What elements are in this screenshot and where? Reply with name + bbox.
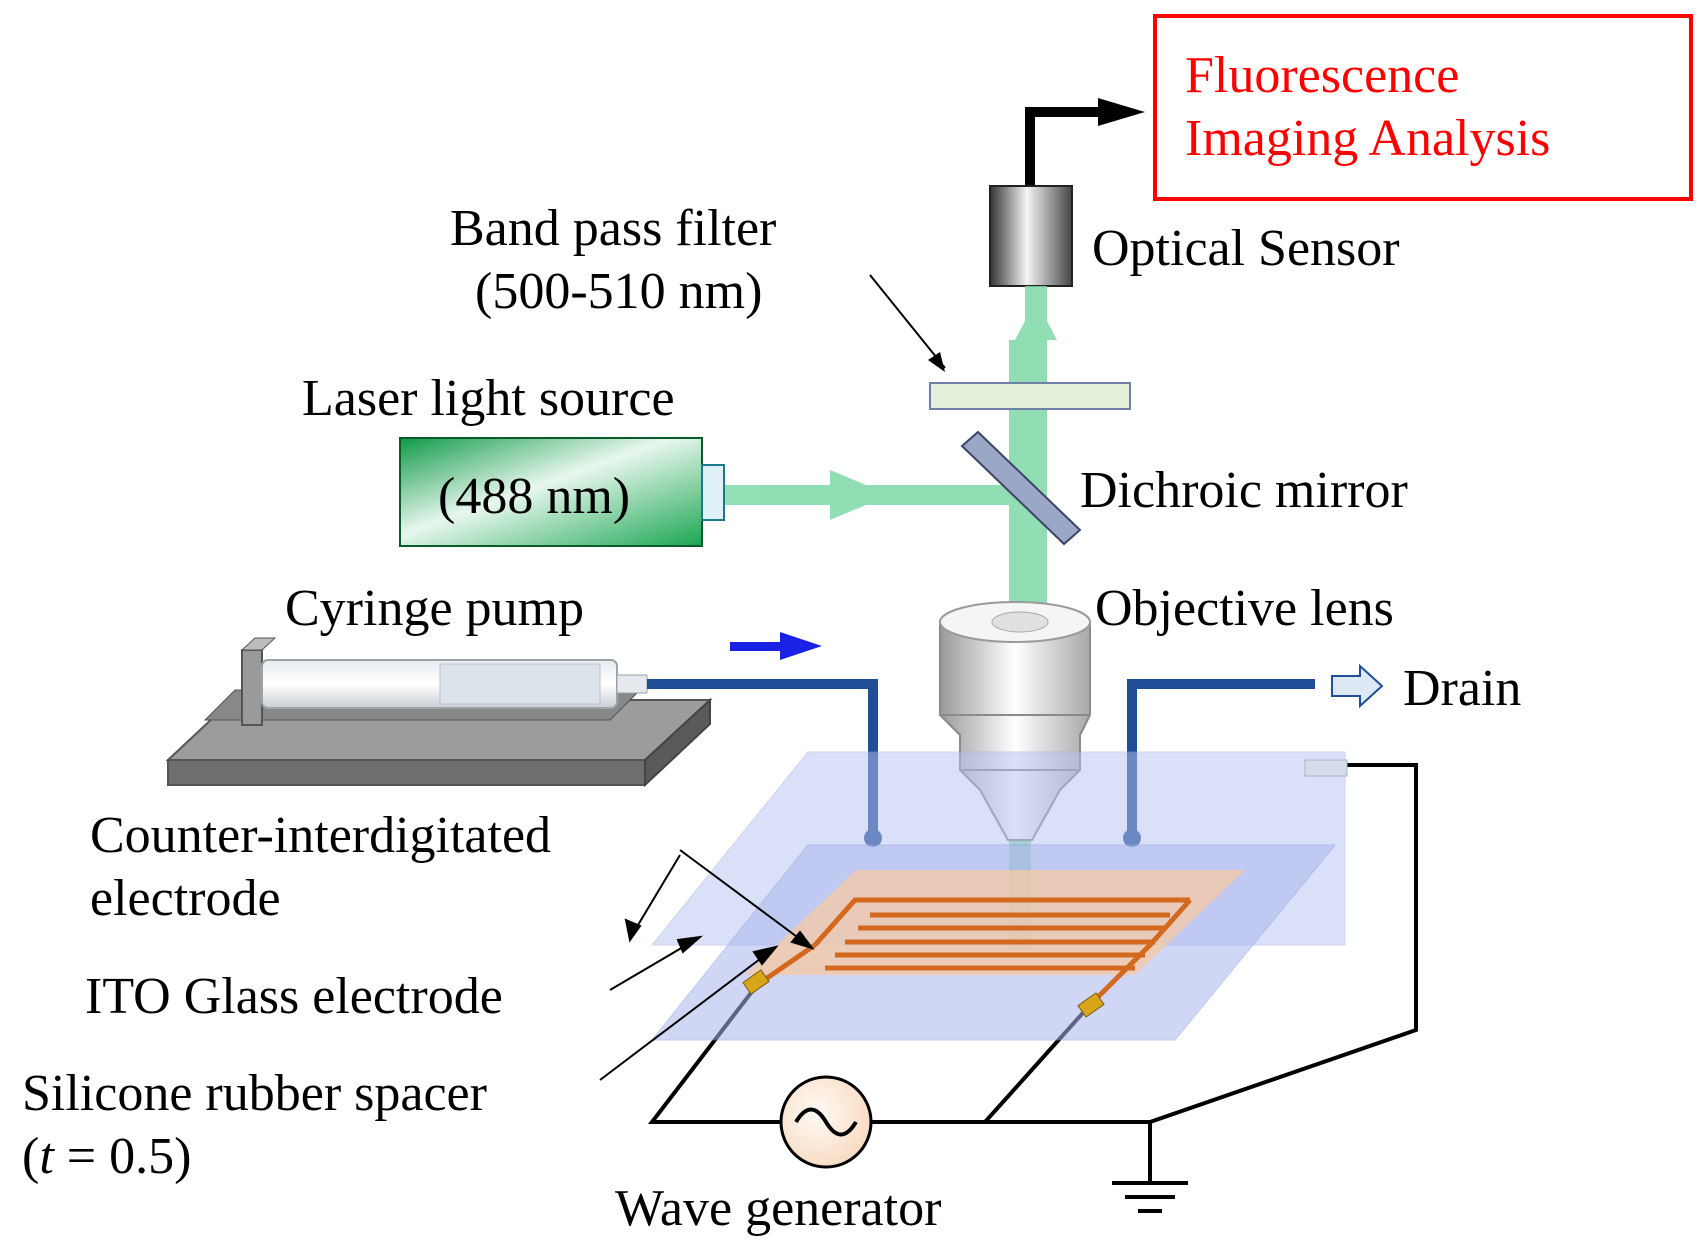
fluorescence-label-1: Fluorescence <box>1185 47 1459 104</box>
optical-sensor: Optical Sensor <box>989 185 1400 287</box>
excitation-beam-arrow <box>830 470 890 520</box>
signal-output-arrow <box>1025 98 1145 185</box>
interdigitated-fingers <box>755 897 1192 1007</box>
laser-wavelength-label: (488 nm) <box>438 468 630 525</box>
fluorescence-label-2: Imaging Analysis <box>1185 110 1550 167</box>
counter-electrode-contact <box>1304 759 1348 777</box>
wave-generator-label: Wave generator <box>615 1180 941 1237</box>
spacer-label-2: (t = 0.5) <box>22 1128 191 1185</box>
left-connector <box>742 969 770 995</box>
drain-arrow-icon <box>1331 663 1384 709</box>
counter-electrode-label-2: electrode <box>90 870 281 927</box>
band-pass-label-2: (500-510 nm) <box>475 263 762 320</box>
sine-wave-icon <box>794 1107 858 1137</box>
laser-light-source: Laser light source (488 nm) <box>302 370 725 547</box>
counter-electrode-label-1: Counter-interdigitated <box>90 807 551 864</box>
syringe-pump: Cyringe pump <box>165 580 713 788</box>
electrode-assembly <box>650 751 1348 1041</box>
syringe-pump-label: Cyringe pump <box>285 580 584 637</box>
ground-icon <box>1112 1160 1188 1213</box>
pointer-lines <box>599 849 815 1081</box>
dichroic-mirror-label: Dichroic mirror <box>1080 462 1408 519</box>
ito-glass-label: ITO Glass electrode <box>85 968 503 1025</box>
drain-label: Drain <box>1403 660 1521 717</box>
spacer-label-1: Silicone rubber spacer <box>22 1065 487 1122</box>
fluorescence-analysis-box: Fluorescence Imaging Analysis <box>1153 14 1693 201</box>
band-pass-label-1: Band pass filter <box>450 200 776 257</box>
laser-source-label: Laser light source <box>302 370 675 427</box>
right-connector <box>1077 992 1105 1018</box>
flow-direction-arrow <box>730 632 822 660</box>
left-labels: Counter-interdigitated electrode ITO Gla… <box>22 807 551 1185</box>
emission-beam-arrow <box>1015 300 1057 340</box>
wave-generator: Wave generator <box>615 1075 941 1237</box>
optical-sensor-label: Optical Sensor <box>1092 220 1400 277</box>
dichroic-mirror: Dichroic mirror <box>960 430 1408 546</box>
band-pass-filter: Band pass filter (500-510 nm) <box>450 200 1131 410</box>
objective-lens-label: Objective lens <box>1095 580 1394 637</box>
silicone-spacer <box>745 870 1245 975</box>
